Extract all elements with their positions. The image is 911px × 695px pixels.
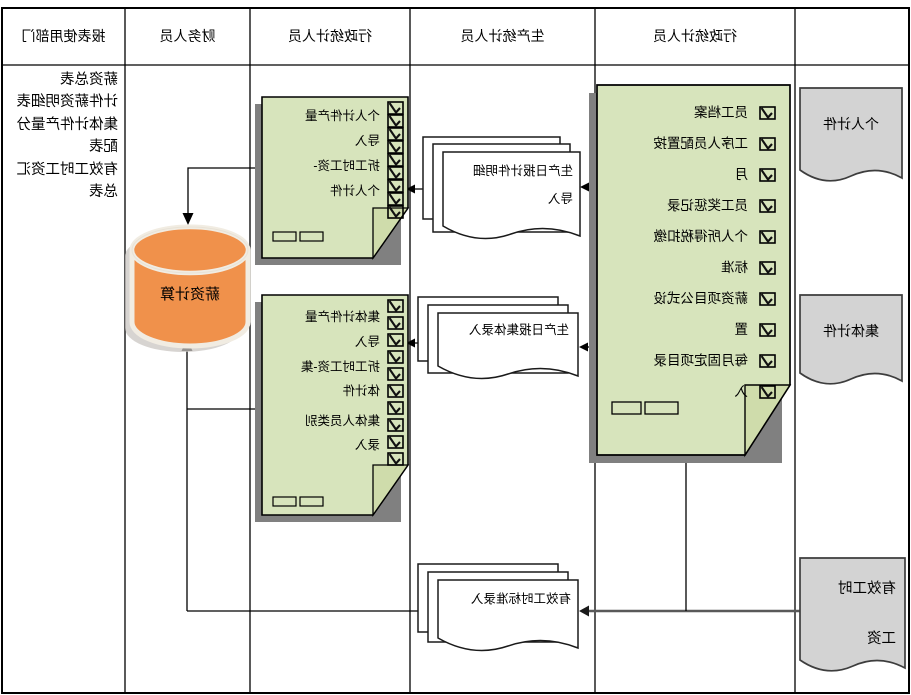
bigbox-admin-checklist [596,84,791,456]
doc-collective-piecework-label: 集体计件 [823,323,879,339]
admin-checklist-line: 员工奖惩记录 [667,198,748,213]
stack2-label: 生产日报集体录入 [468,323,569,337]
admin-checklist-line: 薪资项目公式设 [653,291,749,306]
flow-box1-to-database [187,167,262,214]
box-individual-checklist [261,96,409,259]
collective-checklist-line: 体计件 [342,384,380,398]
lane-header-finance: 财务人员 [159,28,216,44]
lane-header-admin-stats-1: 行政统计人员 [653,28,737,44]
individual-checklist-line: 导入 [354,134,380,148]
arrowhead-database-top [182,213,194,225]
lane-header-production-stats: 生产统计人员 [460,28,545,44]
stack1-label-line1: 生产日报计件明细 [472,164,573,178]
stack-effective-hours-standard [417,563,579,652]
box1-small-rect-1 [299,231,324,242]
report-line: 总表 [89,184,118,200]
stack3-label: 有效工时标准录入 [470,592,571,606]
arrowhead-stack2 [579,342,588,352]
admin-checklist-line: 工序人员配置按 [653,136,749,151]
doc-individual-piecework [799,87,903,182]
admin-checklist-line: 每月固定项目录 [653,353,749,368]
bigbox-small-rect-2 [611,401,642,415]
lane-header-admin-stats-2: 行政统计人员 [288,28,372,44]
admin-checklist-line: 员工档案 [694,105,748,120]
report-line: 配表 [89,139,118,155]
doc-effective-hours-wage [799,557,906,672]
database-label: 薪资计算 [160,286,221,303]
box1-small-rect-2 [272,231,297,242]
report-line: 薪资总表 [60,72,118,88]
database-cylinder [125,224,251,352]
arrowhead-stack1 [580,182,589,192]
admin-checklist-line: 入 [734,384,749,399]
report-line: 集体计件产量分 [16,117,119,133]
collective-checklist-line: 集体计件产量 [304,310,380,324]
box-collective-checklist [261,294,409,516]
admin-checklist-line: 置 [734,322,749,337]
admin-checklist-line: 个人所得税扣缴 [653,229,749,244]
arrowhead-box2 [406,338,415,348]
collective-checklist-line: 折工时工资-集 [300,360,380,374]
lane-header-report-users: 报表使用部门 [21,28,106,44]
admin-checklist-line: 月 [734,167,749,182]
individual-checklist-line: 个人计件产量 [304,109,380,123]
doc-effective-hours-label-line1: 有效工时 [838,581,896,597]
collective-checklist-line: 导入 [354,335,380,349]
doc-individual-piecework-label: 个人计件 [823,116,879,132]
bigbox-small-rect-1 [644,401,679,415]
individual-checklist-line: 折工时工资- [313,159,380,173]
stack1-label-line2: 导入 [547,192,573,206]
doc-collective-piecework [799,294,903,385]
stack-daily-collective-entry [417,296,579,380]
stack-daily-piecework-import [422,136,581,240]
report-line: 计件薪资明细表 [16,94,119,110]
box2-small-rect-2 [272,496,297,507]
box2-small-rect-1 [299,496,324,507]
admin-checklist-line: 标准 [721,260,748,275]
doc-effective-hours-label-line2: 工资 [867,631,896,647]
collective-checklist-line: 录入 [354,438,380,452]
report-line: 有效工时工资汇 [16,162,119,178]
collective-checklist-line: 集体人员类别 [304,414,380,428]
arrowhead-box1 [406,184,415,194]
table-border [1,7,910,694]
arrowhead-stack3 [579,605,589,617]
bigbox-corner-fold [744,384,792,458]
individual-checklist-line: 个人计件 [329,184,380,198]
